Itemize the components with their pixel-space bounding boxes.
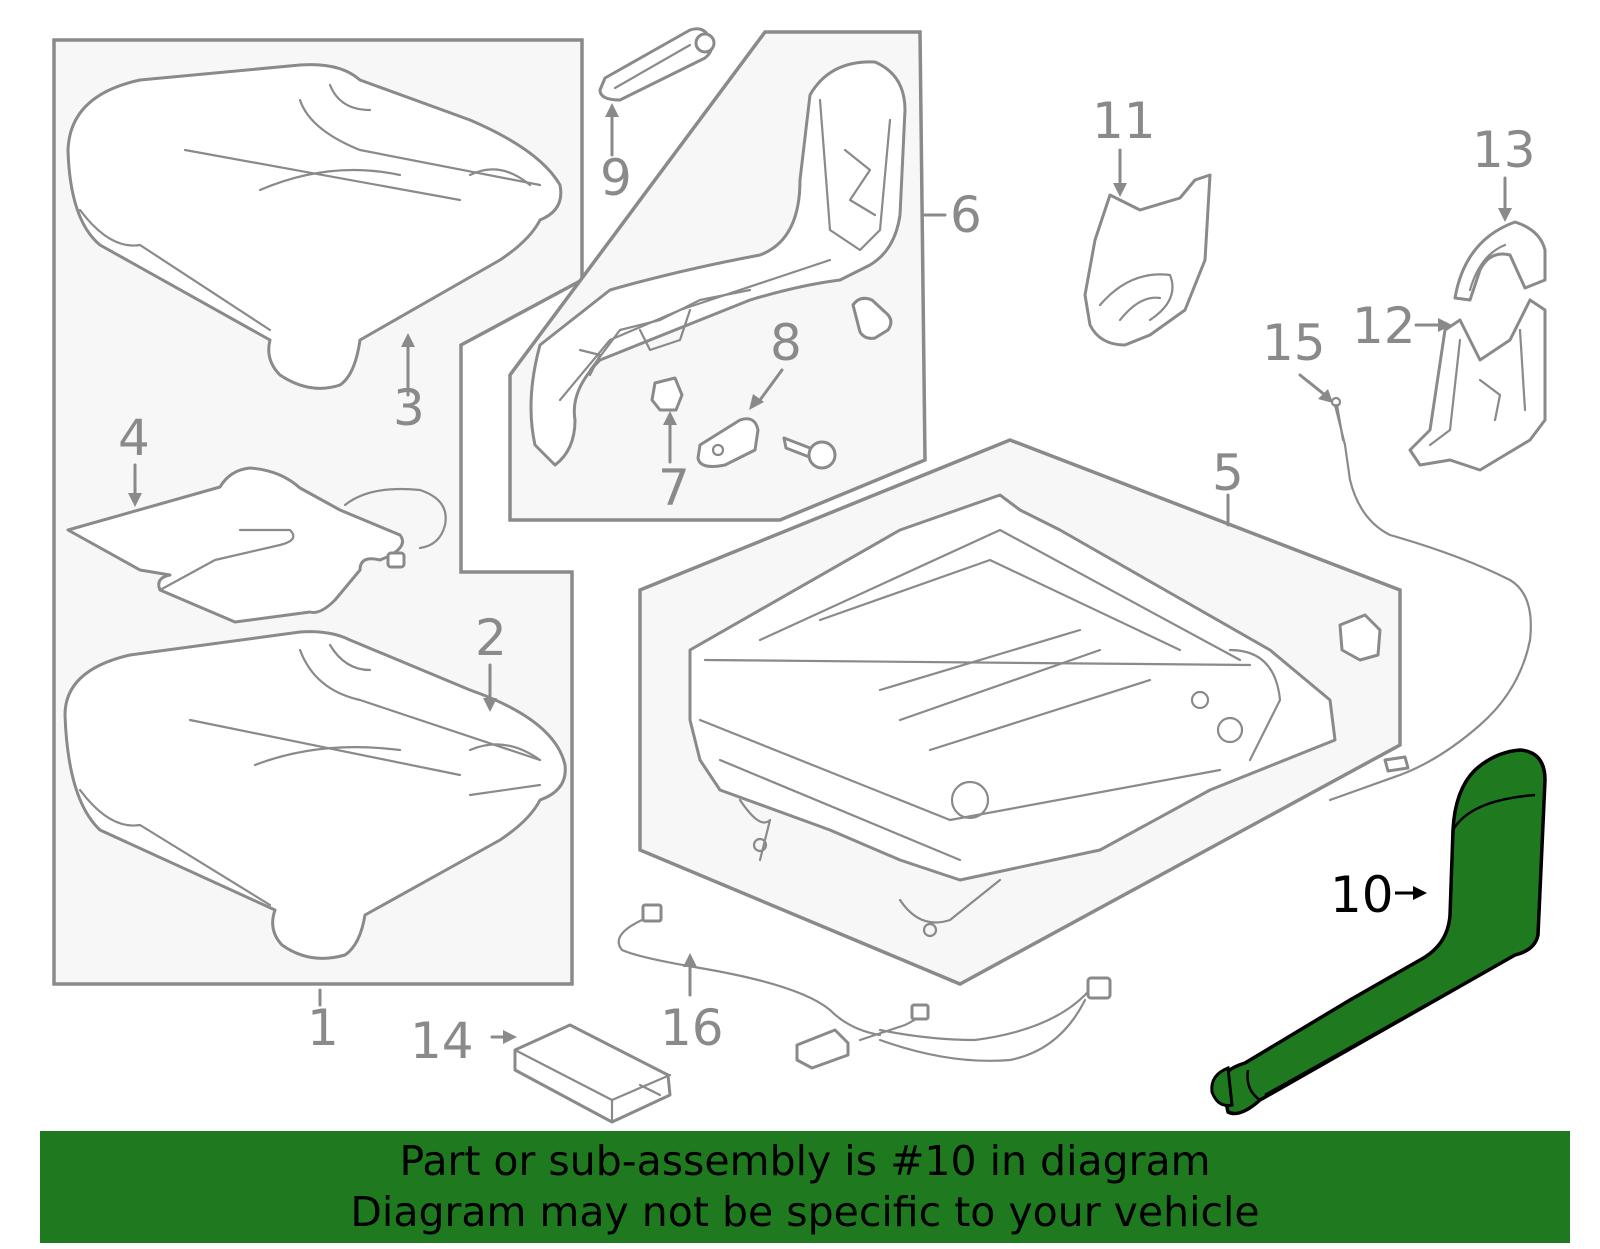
track-clip[interactable] <box>1338 613 1382 662</box>
release-cable[interactable] <box>1328 396 1532 802</box>
callout-7: 7 <box>658 459 690 517</box>
callout-12: 12 <box>1352 297 1416 355</box>
banner-line-2: Diagram may not be specific to your vehi… <box>350 1188 1260 1236</box>
push-pin[interactable] <box>851 296 893 340</box>
highlighted-part-10[interactable] <box>1210 748 1547 1116</box>
callout-labels: 1 2 3 4 5 6 7 8 9 10 11 12 13 14 15 16 <box>118 92 1536 1070</box>
part-info-banner: Part or sub-assembly is #10 in diagram D… <box>40 1131 1570 1243</box>
callout-1: 1 <box>307 999 339 1057</box>
callout-9: 9 <box>600 149 632 207</box>
seat-cushion-pad[interactable] <box>63 630 567 960</box>
screw[interactable] <box>782 436 837 470</box>
seat-heater-pad[interactable] <box>66 466 447 624</box>
callout-10: 10 <box>1330 866 1394 924</box>
callout-11: 11 <box>1092 92 1156 150</box>
callout-2: 2 <box>475 609 507 667</box>
banner-line-1: Part or sub-assembly is #10 in diagram <box>399 1137 1211 1185</box>
callout-6: 6 <box>950 186 982 244</box>
seat-side-shield[interactable] <box>529 60 907 467</box>
leader-lines <box>128 103 1512 1044</box>
seat-track-frame[interactable] <box>688 493 1337 938</box>
callout-4: 4 <box>118 409 150 467</box>
callout-3: 3 <box>393 379 425 437</box>
callout-13: 13 <box>1472 121 1536 179</box>
callout-8: 8 <box>770 314 802 372</box>
seat-cushion-cover[interactable] <box>66 63 563 390</box>
callout-16: 16 <box>660 999 724 1057</box>
adjust-knob[interactable] <box>598 27 716 102</box>
cover-12[interactable] <box>1408 298 1547 472</box>
bracket-8[interactable] <box>696 417 760 468</box>
clip-7[interactable] <box>650 376 684 412</box>
callout-14: 14 <box>410 1012 474 1070</box>
callout-15: 15 <box>1262 314 1326 372</box>
wire-harness[interactable] <box>617 903 1112 1070</box>
cover-13[interactable] <box>1453 220 1547 302</box>
side-cover-11[interactable] <box>1083 173 1212 347</box>
callout-5: 5 <box>1212 444 1244 502</box>
control-module[interactable] <box>513 1023 672 1124</box>
